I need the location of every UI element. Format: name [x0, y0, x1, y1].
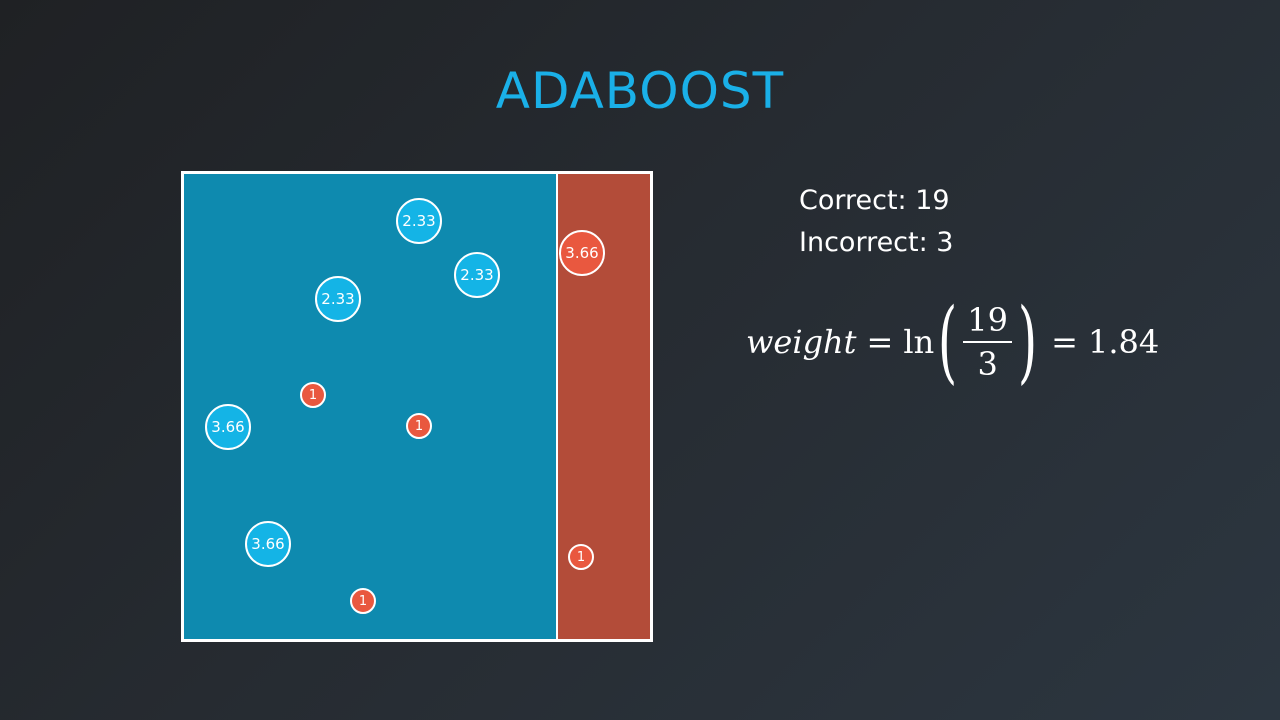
formula-ln: ln [903, 323, 935, 361]
point-blue-weight: 3.66 [245, 521, 291, 567]
right-paren: ) [1017, 289, 1038, 394]
slide-title: ADABOOST [495, 62, 785, 120]
classification-stats: Correct: 19 Incorrect: 3 [799, 180, 953, 264]
incorrect-count: Incorrect: 3 [799, 227, 954, 258]
point-red-weight: 3.66 [559, 230, 605, 276]
formula-equals: = [866, 323, 894, 361]
fraction-denominator: 3 [977, 345, 998, 383]
decision-boundary [556, 174, 558, 639]
formula-lhs: weight [746, 323, 857, 361]
formula-equals: = [1051, 323, 1078, 361]
point-red-weight: 1 [350, 588, 376, 614]
formula-fraction: 19 3 [963, 303, 1013, 383]
point-blue-weight: 2.33 [454, 252, 500, 298]
point-blue-weight: 2.33 [315, 276, 361, 322]
fraction-numerator: 19 [963, 303, 1013, 343]
point-red-weight: 1 [406, 413, 432, 439]
point-blue-weight: 2.33 [396, 198, 442, 244]
point-blue-weight: 3.66 [205, 404, 251, 450]
weight-formula: weight = ln ( 19 3 ) = 1.84 [746, 292, 1159, 392]
point-red-weight: 1 [568, 544, 594, 570]
blue-region [184, 174, 556, 639]
point-red-weight: 1 [300, 382, 326, 408]
correct-count: Correct: 19 [799, 185, 950, 216]
formula-result: 1.84 [1087, 323, 1160, 361]
classification-board: 2.33 2.33 2.33 1 1 3.66 3.66 1 3.66 1 [181, 171, 653, 642]
left-paren: ( [938, 289, 958, 394]
